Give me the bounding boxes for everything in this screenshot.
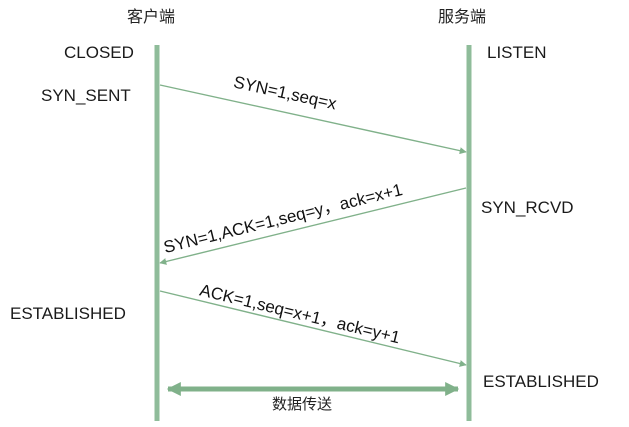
message-arrow-syn-ack — [159, 187, 467, 265]
message-arrow-ack — [159, 290, 467, 367]
client-title: 客户端 — [127, 7, 176, 26]
server-state-established: ESTABLISHED — [483, 372, 599, 391]
client-state-syn-sent: SYN_SENT — [41, 86, 131, 105]
server-state-syn-rcvd: SYN_RCVD — [481, 198, 574, 217]
data-transfer-label: 数据传送 — [272, 395, 333, 413]
client-state-established: ESTABLISHED — [10, 304, 126, 323]
message-arrow-syn — [159, 84, 467, 155]
client-state-closed: CLOSED — [64, 43, 134, 62]
server-title: 服务端 — [438, 7, 487, 26]
server-state-listen: LISTEN — [487, 43, 547, 62]
